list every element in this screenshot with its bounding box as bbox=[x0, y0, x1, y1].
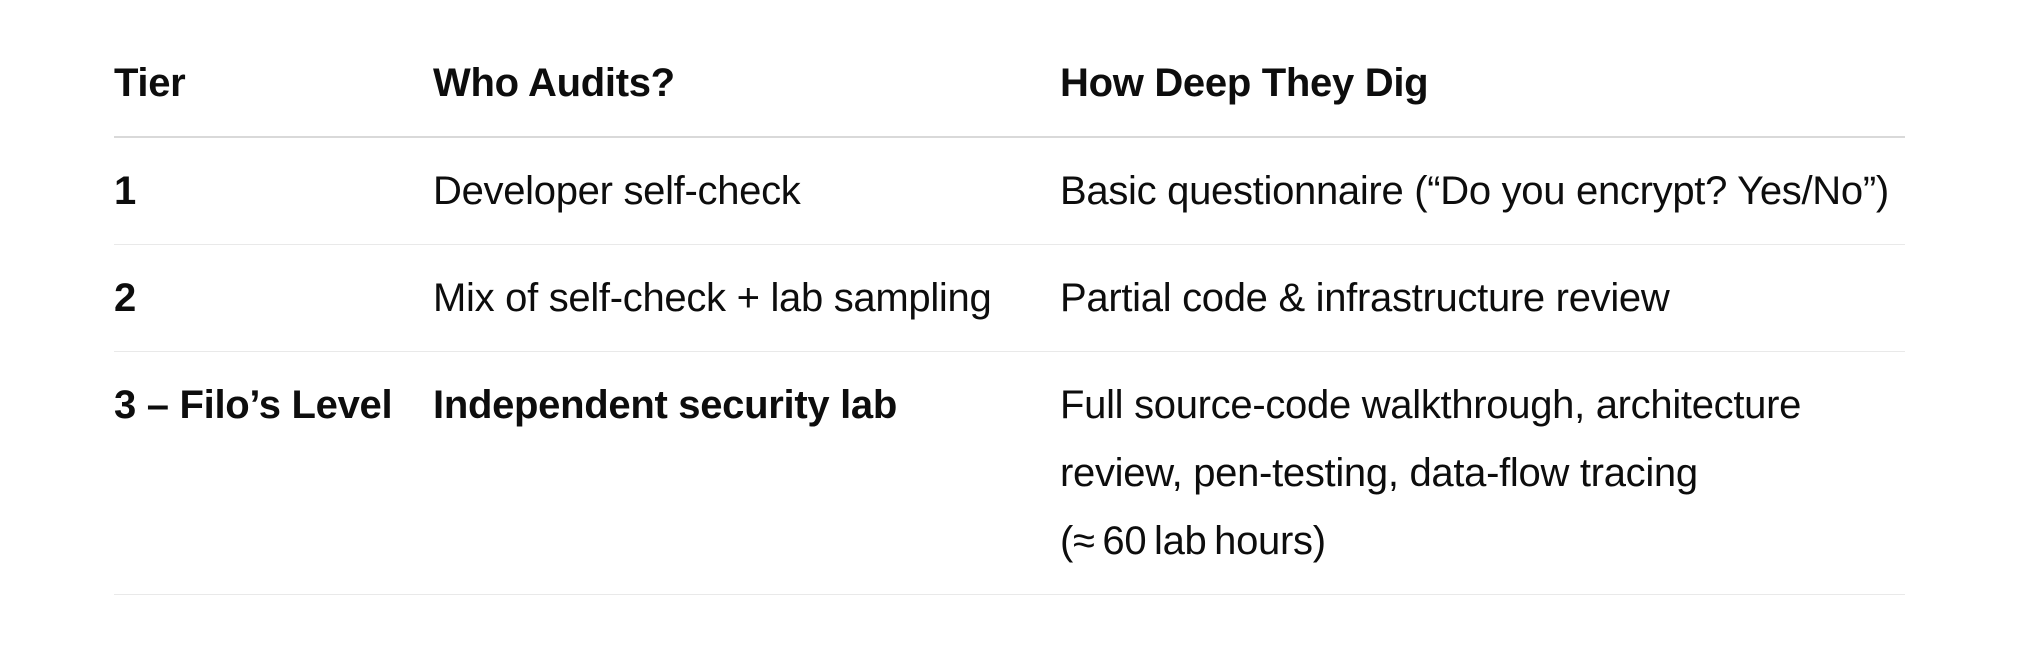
cell-who-audits-1: Developer self-check bbox=[433, 137, 1060, 245]
column-header-how-deep-they-dig: How Deep They Dig bbox=[1060, 30, 1905, 138]
table-row: 2 Mix of self-check + lab sampling Parti… bbox=[114, 244, 1905, 352]
audit-tiers-table: Tier Who Audits? How Deep They Dig 1 Dev… bbox=[114, 30, 1905, 595]
column-header-who-audits: Who Audits? bbox=[433, 30, 1060, 138]
table-header-row: Tier Who Audits? How Deep They Dig bbox=[114, 30, 1905, 138]
cell-tier-1: 1 bbox=[114, 137, 433, 245]
table-row: 3 – Filo’s Level Independent security la… bbox=[114, 351, 1905, 595]
cell-how-deep-1: Basic questionnaire (“Do you encrypt? Ye… bbox=[1060, 137, 1905, 245]
cell-how-deep-3: Full source-code walkthrough, architectu… bbox=[1060, 351, 1905, 595]
cell-who-audits-3: Independent security lab bbox=[433, 351, 1060, 595]
cell-tier-2: 2 bbox=[114, 244, 433, 352]
cell-who-audits-2: Mix of self-check + lab sampling bbox=[433, 244, 1060, 352]
table-row: 1 Developer self-check Basic questionnai… bbox=[114, 137, 1905, 245]
column-header-tier: Tier bbox=[114, 30, 433, 138]
cell-how-deep-2: Partial code & infrastructure review bbox=[1060, 244, 1905, 352]
cell-tier-3: 3 – Filo’s Level bbox=[114, 351, 433, 595]
